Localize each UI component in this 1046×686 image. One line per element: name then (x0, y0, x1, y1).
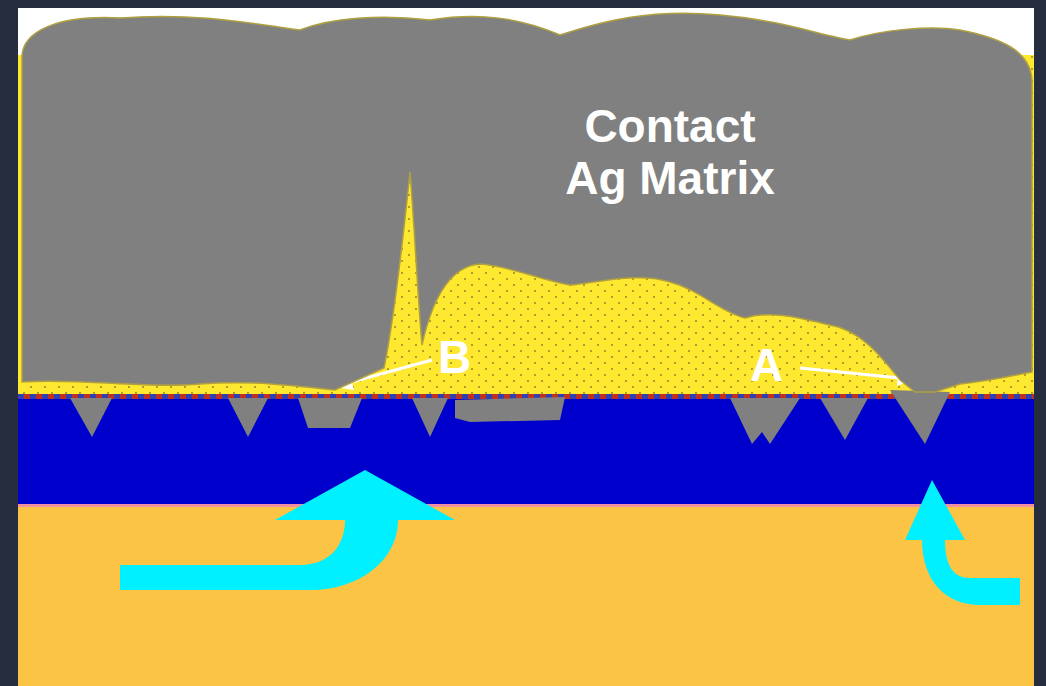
callout-letter: B (438, 332, 471, 382)
matrix-shape (22, 13, 1032, 392)
substrate (18, 505, 1034, 686)
matrix-outline (18, 8, 1034, 400)
callout-letter: A (750, 340, 783, 390)
matrix-label: Contact Ag Matrix (559, 100, 781, 204)
flow-arrow (905, 480, 1020, 605)
blue-layer (18, 398, 1034, 504)
particles (70, 390, 950, 444)
leader-lines (334, 360, 914, 390)
flow-arrow (120, 470, 455, 590)
drawing-area: Contact Ag MatrixB A (18, 8, 1034, 686)
contact-matrix: Contact Ag Matrix (18, 8, 1034, 400)
